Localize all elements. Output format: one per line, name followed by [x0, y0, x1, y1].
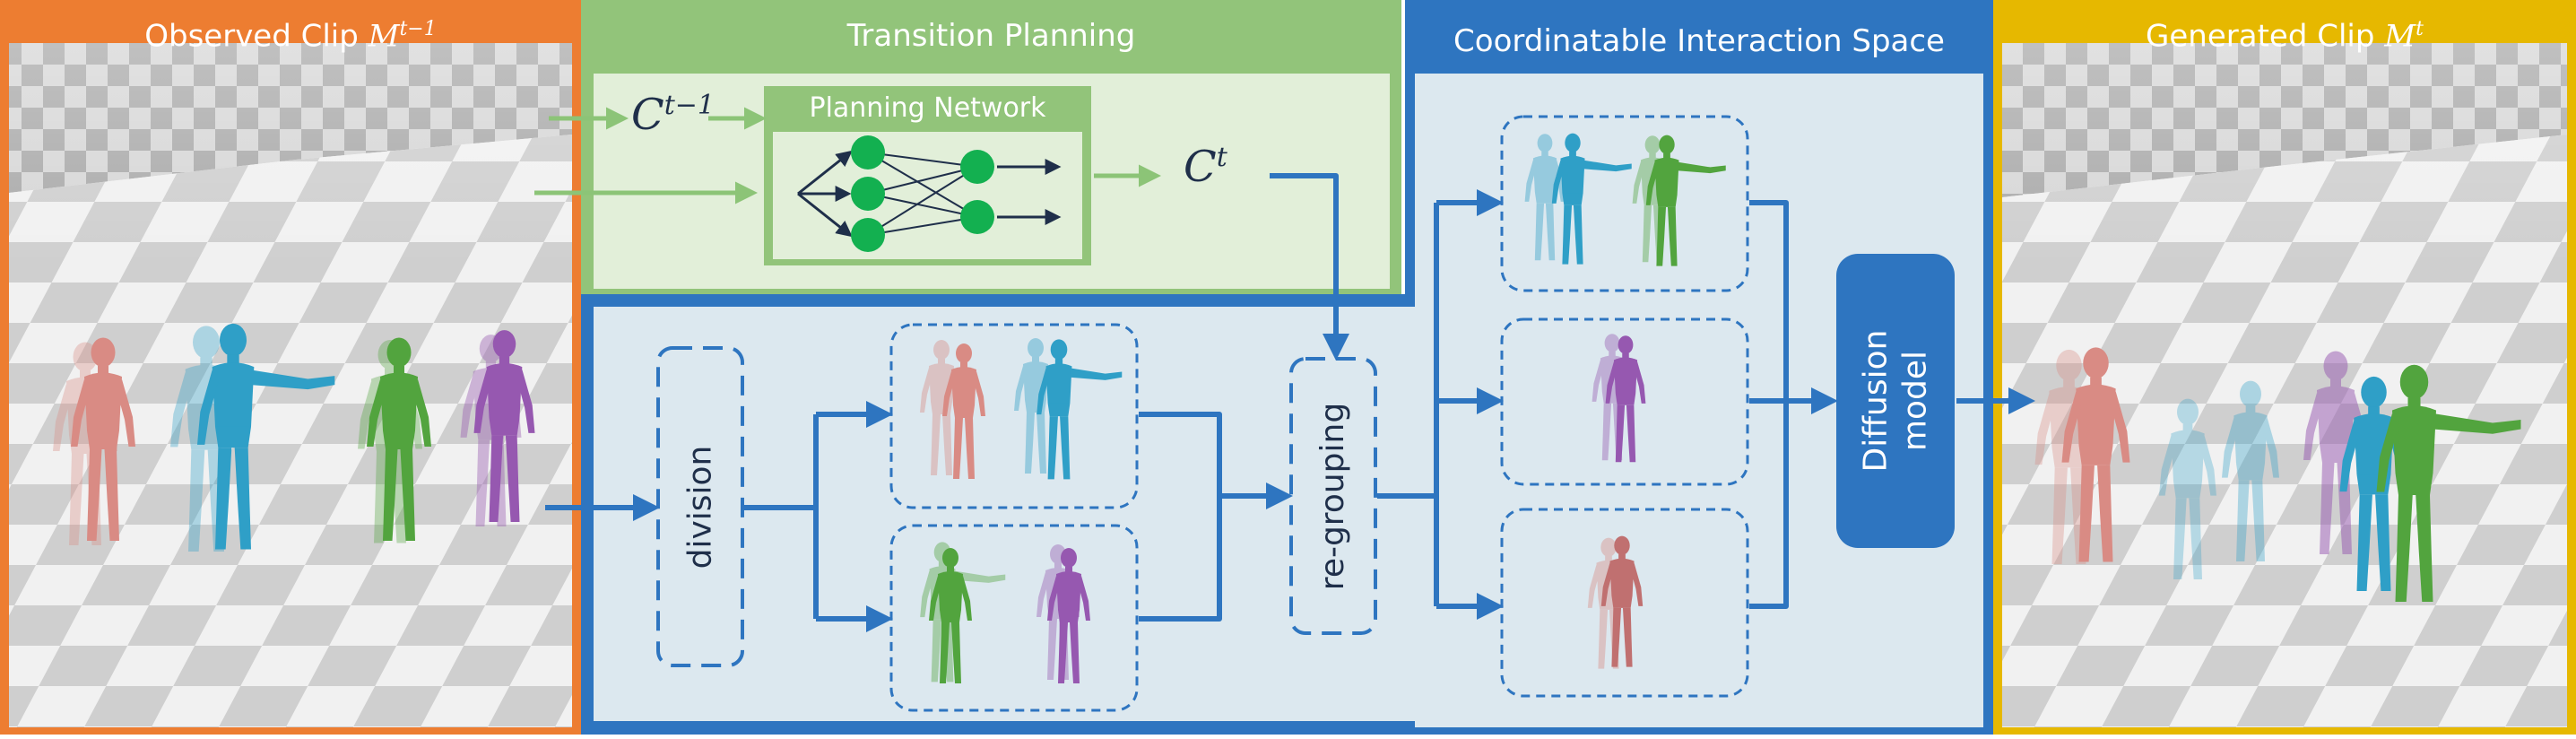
network-input-arrows	[797, 150, 1062, 238]
interaction-space-title: Coordinatable Interaction Space	[1453, 23, 1945, 59]
generated-clip-title: Generated Clip Mt	[2146, 18, 2424, 55]
planning-green-arrows	[534, 107, 1161, 204]
diffusion-label-line1: Diffusion	[1857, 329, 1895, 473]
planning-network-label: Planning Network	[809, 92, 1046, 124]
interaction-lower-body	[594, 307, 1427, 721]
transition-planning-title: Transition Planning	[846, 18, 1136, 54]
context-input-symbol: Ct−1	[631, 90, 716, 140]
generated-scene	[2002, 43, 2567, 727]
context-output-symbol: Ct	[1184, 142, 1227, 192]
observed-scene	[9, 43, 572, 727]
regrouping-label: re-grouping	[1314, 402, 1352, 590]
regrouping-block	[1289, 357, 1377, 635]
neural-network-nodes	[851, 135, 994, 252]
observed-clip-title: Observed Clip Mt−1	[144, 18, 437, 55]
network-edges	[867, 152, 978, 236]
flow-arrows	[545, 173, 2035, 632]
diffusion-label-line2: model	[1896, 350, 1934, 452]
division-label: division	[681, 445, 719, 569]
group-box-1	[889, 323, 1139, 509]
